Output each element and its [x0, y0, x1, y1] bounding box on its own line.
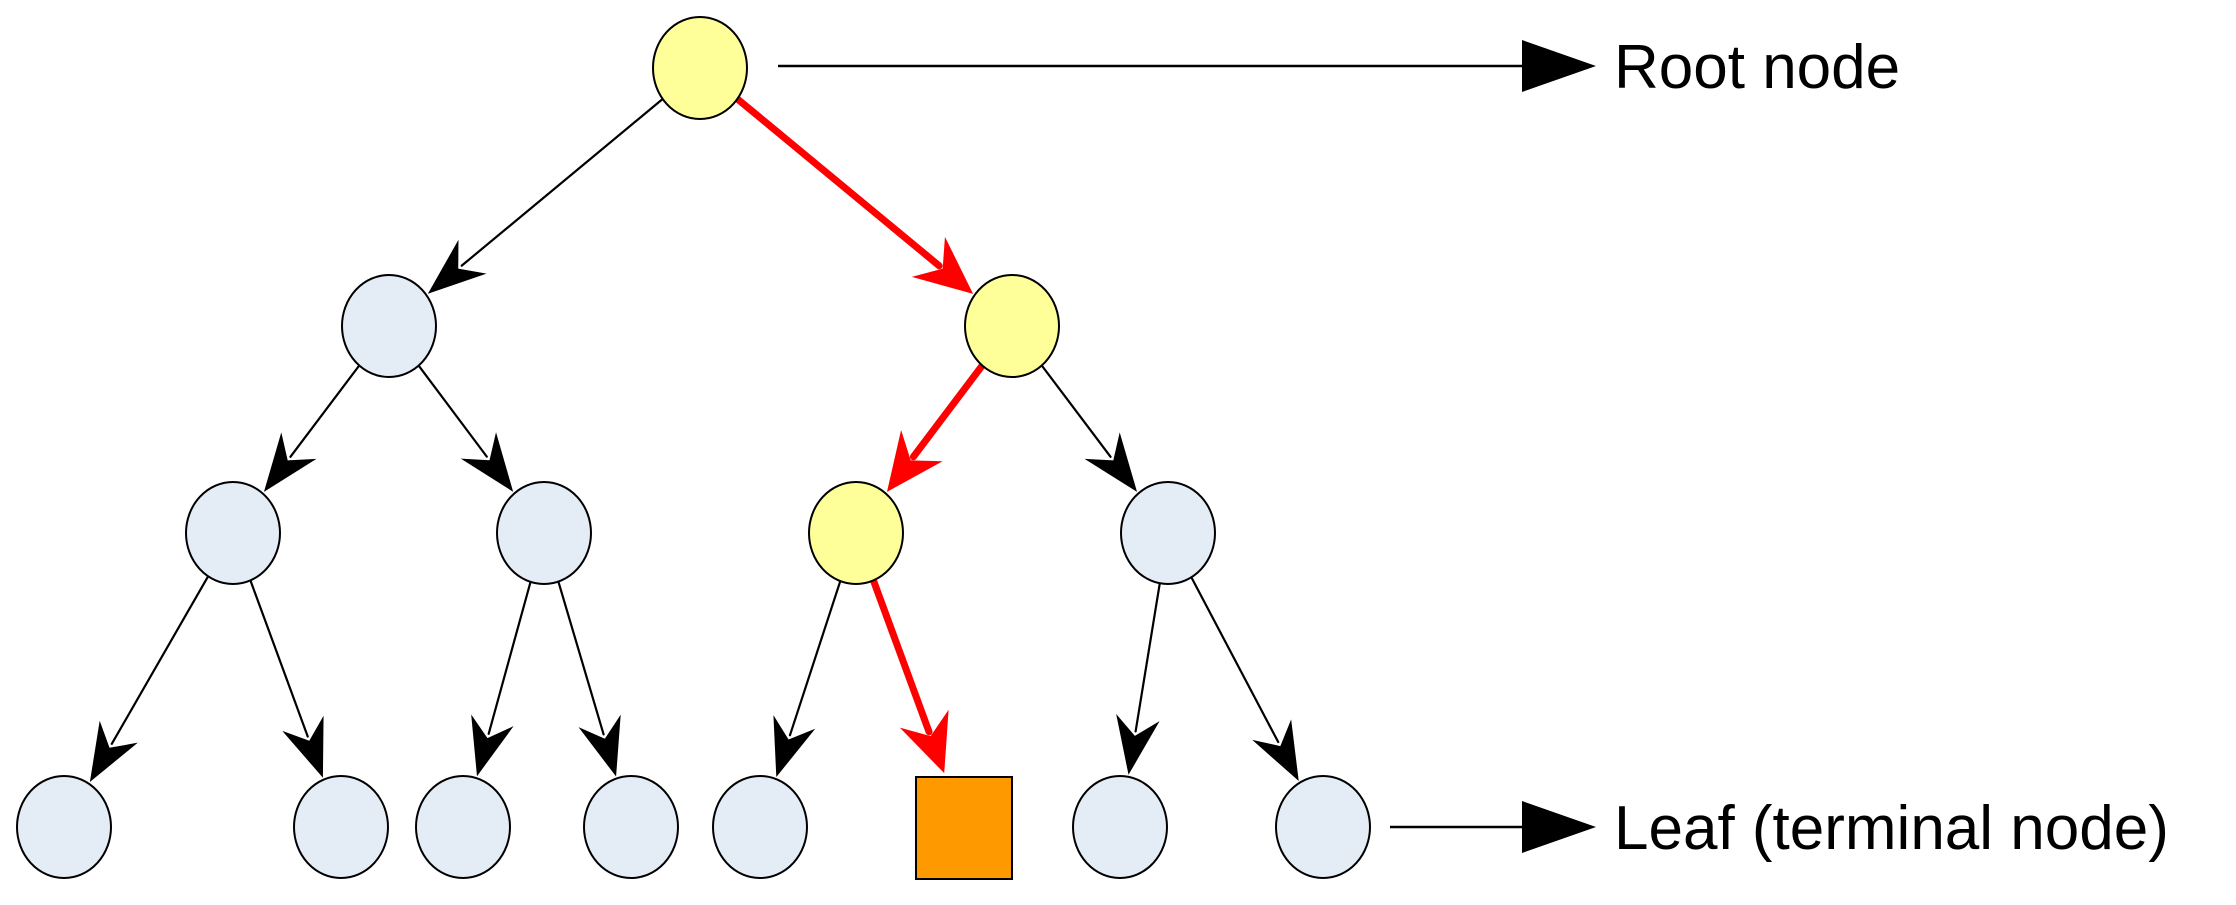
node-left-right-right — [583, 775, 679, 879]
edge-line — [733, 95, 943, 270]
edge-line — [289, 364, 361, 458]
root-node-label: Root node — [1614, 33, 1900, 102]
edge-right-to-right-left — [886, 361, 986, 492]
edge-line — [249, 579, 309, 738]
edge-line — [1190, 576, 1280, 744]
edge-arrowhead — [886, 429, 943, 492]
edge-left-to-left-right — [417, 364, 514, 492]
edge-arrowhead — [471, 714, 514, 777]
edge-arrowhead — [427, 239, 487, 294]
root-label-arrowhead — [1522, 40, 1596, 92]
node-root — [652, 16, 748, 120]
edge-line — [557, 580, 605, 736]
node-left-left-right — [293, 775, 389, 879]
edge-arrowhead — [899, 709, 949, 774]
edge-right-right-to-right-right-left — [1116, 582, 1161, 775]
edge-left-left-to-left-left-right — [249, 579, 324, 778]
edge-arrowhead — [282, 715, 324, 778]
edge-line — [788, 579, 842, 737]
tree-nodes — [16, 16, 1371, 880]
edge-line — [1134, 582, 1161, 733]
node-left-right-left — [415, 775, 511, 879]
edge-line — [909, 361, 986, 461]
edge-arrowhead — [773, 715, 816, 778]
tree-edges — [89, 95, 1299, 782]
edge-arrowhead — [1084, 432, 1138, 492]
node-right — [964, 274, 1060, 378]
edge-line — [869, 576, 933, 736]
edge-arrowhead — [1116, 714, 1160, 775]
edge-arrowhead — [911, 236, 974, 294]
edge-line — [1040, 364, 1112, 458]
node-left-left — [185, 481, 281, 585]
node-right-right — [1120, 481, 1216, 585]
annotations: Root node Leaf (terminal node) — [778, 33, 2169, 863]
node-left-left-left — [16, 775, 112, 879]
edge-arrowhead — [89, 720, 138, 782]
edge-left-left-to-left-left-left — [89, 575, 210, 782]
edge-right-to-right-right — [1040, 364, 1138, 492]
edge-left-right-to-left-right-left — [471, 580, 532, 777]
node-right-left-right-terminal-leaf — [915, 776, 1013, 880]
edge-line — [460, 97, 664, 267]
edge-right-left-to-right-left-left — [773, 579, 842, 778]
node-right-right-left — [1072, 775, 1168, 879]
leaf-node-label: Leaf (terminal node) — [1614, 794, 2169, 863]
node-right-left-left — [712, 775, 808, 879]
edge-arrowhead — [1252, 719, 1299, 781]
edge-left-to-left-left — [263, 364, 361, 492]
edge-arrowhead — [263, 432, 317, 492]
edge-root-to-left — [427, 97, 664, 294]
edge-right-right-to-right-right-right — [1190, 576, 1299, 781]
edge-left-right-to-left-right-right — [557, 580, 621, 777]
edge-line — [110, 575, 210, 745]
node-right-right-right — [1275, 775, 1371, 879]
edge-right-left-to-right-left-right — [869, 576, 949, 774]
node-right-left — [808, 481, 904, 585]
node-left — [341, 274, 437, 378]
edge-line — [487, 580, 532, 735]
edge-arrowhead — [578, 714, 621, 777]
edge-root-to-right — [733, 95, 974, 294]
node-left-right — [496, 481, 592, 585]
edge-line — [417, 364, 488, 458]
edge-arrowhead — [460, 432, 514, 492]
leaf-label-arrowhead — [1522, 801, 1596, 853]
